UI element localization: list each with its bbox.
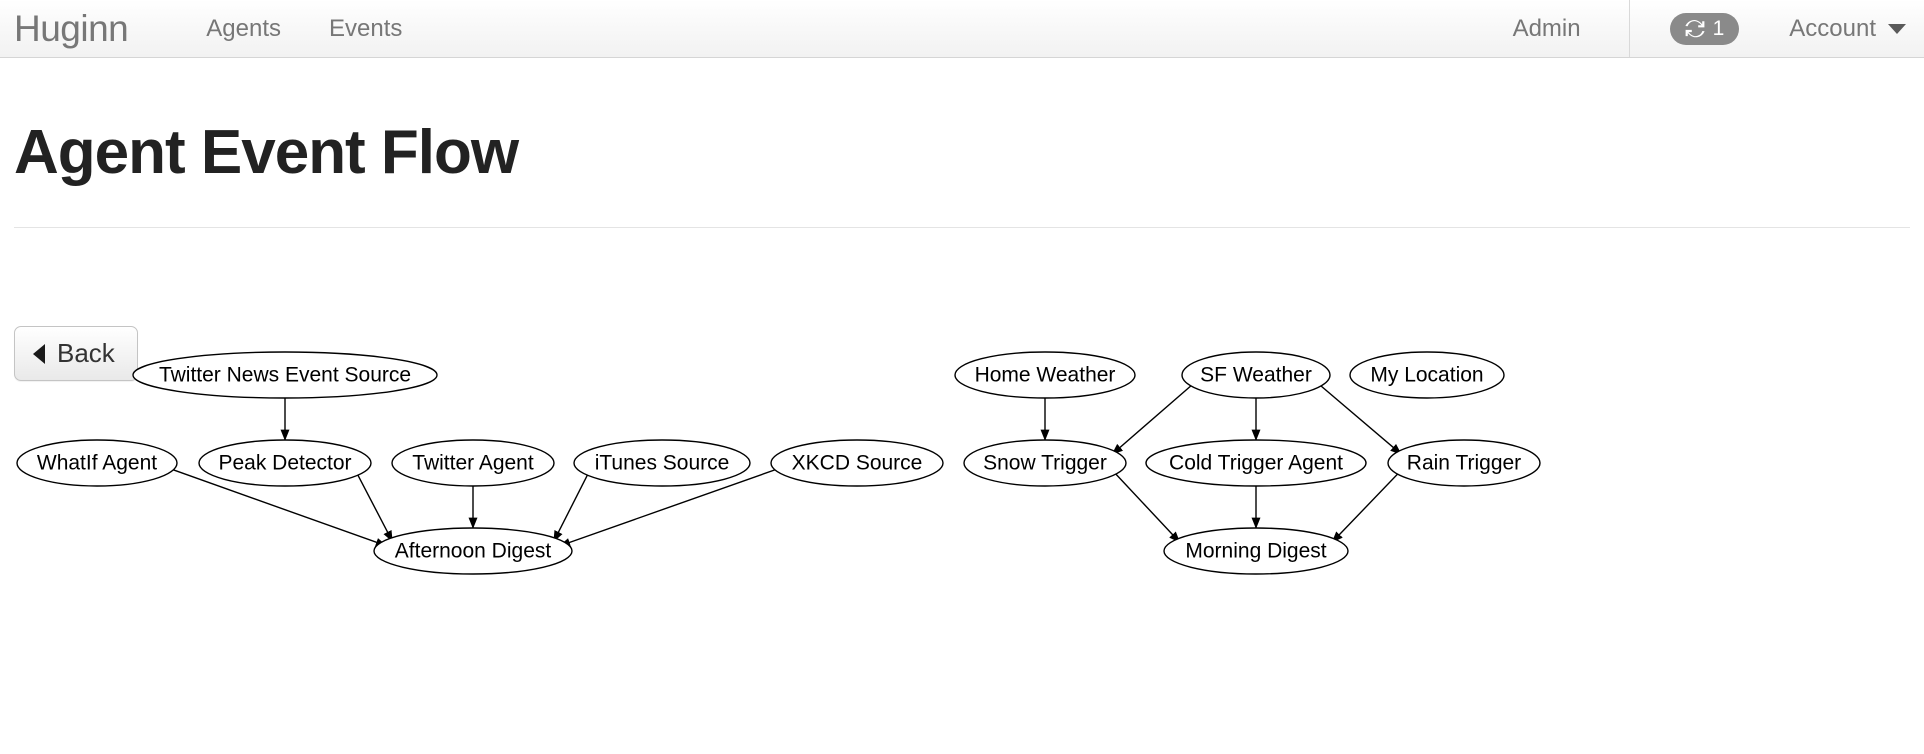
nav-item-account[interactable]: Account [1779, 0, 1924, 57]
graph-edges [168, 383, 1402, 547]
node-ellipse[interactable] [16, 439, 178, 487]
graph-edge [1113, 471, 1181, 543]
brand-logo[interactable]: Huginn [14, 8, 129, 49]
node-ellipse[interactable] [1163, 527, 1349, 575]
nav-item-events[interactable]: Events [328, 14, 403, 42]
node-ellipse[interactable] [770, 439, 944, 487]
graph-node-rain_trigger[interactable]: Rain Trigger [1387, 439, 1541, 487]
graph-edge [168, 467, 387, 547]
page-title: Agent Event Flow [14, 118, 519, 187]
graph-node-peak_detector[interactable]: Peak Detector [198, 439, 372, 487]
chevron-down-icon [1888, 23, 1906, 34]
graph-node-sf_weather[interactable]: SF Weather [1181, 351, 1331, 399]
back-button[interactable]: Back [14, 326, 138, 381]
node-ellipse[interactable] [954, 351, 1136, 399]
graph-node-my_location[interactable]: My Location [1349, 351, 1505, 399]
graph-node-snow_trigger[interactable]: Snow Trigger [963, 439, 1127, 487]
graph-edge [356, 472, 393, 542]
graph-canvas: Twitter News Event Source Home Weather SF … [16, 351, 1541, 575]
node-ellipse[interactable] [573, 439, 751, 487]
node-ellipse[interactable] [1387, 439, 1541, 487]
worker-count: 1 [1712, 17, 1725, 40]
node-ellipse[interactable] [198, 439, 372, 487]
account-label: Account [1789, 14, 1876, 42]
node-ellipse[interactable] [1145, 439, 1367, 487]
graph-nodes: Twitter News Event Source Home Weather SF … [16, 351, 1541, 575]
graph-node-cold_trigger_agent[interactable]: Cold Trigger Agent [1145, 439, 1367, 487]
worker-status-cell: 1 [1630, 0, 1780, 57]
graph-node-twitter_agent[interactable]: Twitter Agent [391, 439, 555, 487]
graph-edge [1318, 383, 1402, 455]
graph-node-whatif_agent[interactable]: WhatIf Agent [16, 439, 178, 487]
title-divider [14, 227, 1910, 229]
graph-node-home_weather[interactable]: Home Weather [954, 351, 1136, 399]
agent-event-flow-graph: Twitter News Event Source Home Weather SF … [0, 58, 1924, 754]
graph-node-afternoon_digest[interactable]: Afternoon Digest [373, 527, 573, 575]
primary-nav: Agents Events [182, 0, 426, 57]
refresh-icon [1683, 18, 1707, 40]
graph-node-xkcd_source[interactable]: XKCD Source [770, 439, 944, 487]
graph-edge [559, 467, 781, 547]
graph-edge [553, 472, 590, 543]
graph-edge [1111, 383, 1194, 455]
nav-divider [1628, 0, 1630, 57]
chevron-left-icon [33, 343, 45, 364]
graph-edge [1331, 471, 1401, 543]
nav-item-admin[interactable]: Admin [1512, 14, 1581, 42]
node-ellipse[interactable] [1349, 351, 1505, 399]
node-ellipse[interactable] [373, 527, 573, 575]
page-content: Agent Event Flow Back [0, 58, 1924, 381]
graph-node-itunes_source[interactable]: iTunes Source [573, 439, 751, 487]
worker-status-badge[interactable]: 1 [1669, 12, 1740, 45]
secondary-nav: Admin 1 Account [1489, 0, 1924, 57]
back-button-label: Back [57, 338, 115, 368]
node-ellipse[interactable] [963, 439, 1127, 487]
top-navbar: Huginn Agents Events Admin 1 Account [0, 0, 1924, 58]
nav-item-agents[interactable]: Agents [206, 14, 281, 42]
node-ellipse[interactable] [132, 351, 438, 399]
node-ellipse[interactable] [391, 439, 555, 487]
node-ellipse[interactable] [1181, 351, 1331, 399]
graph-node-twitter_news_event_source[interactable]: Twitter News Event Source [132, 351, 438, 399]
graph-node-morning_digest[interactable]: Morning Digest [1163, 527, 1349, 575]
